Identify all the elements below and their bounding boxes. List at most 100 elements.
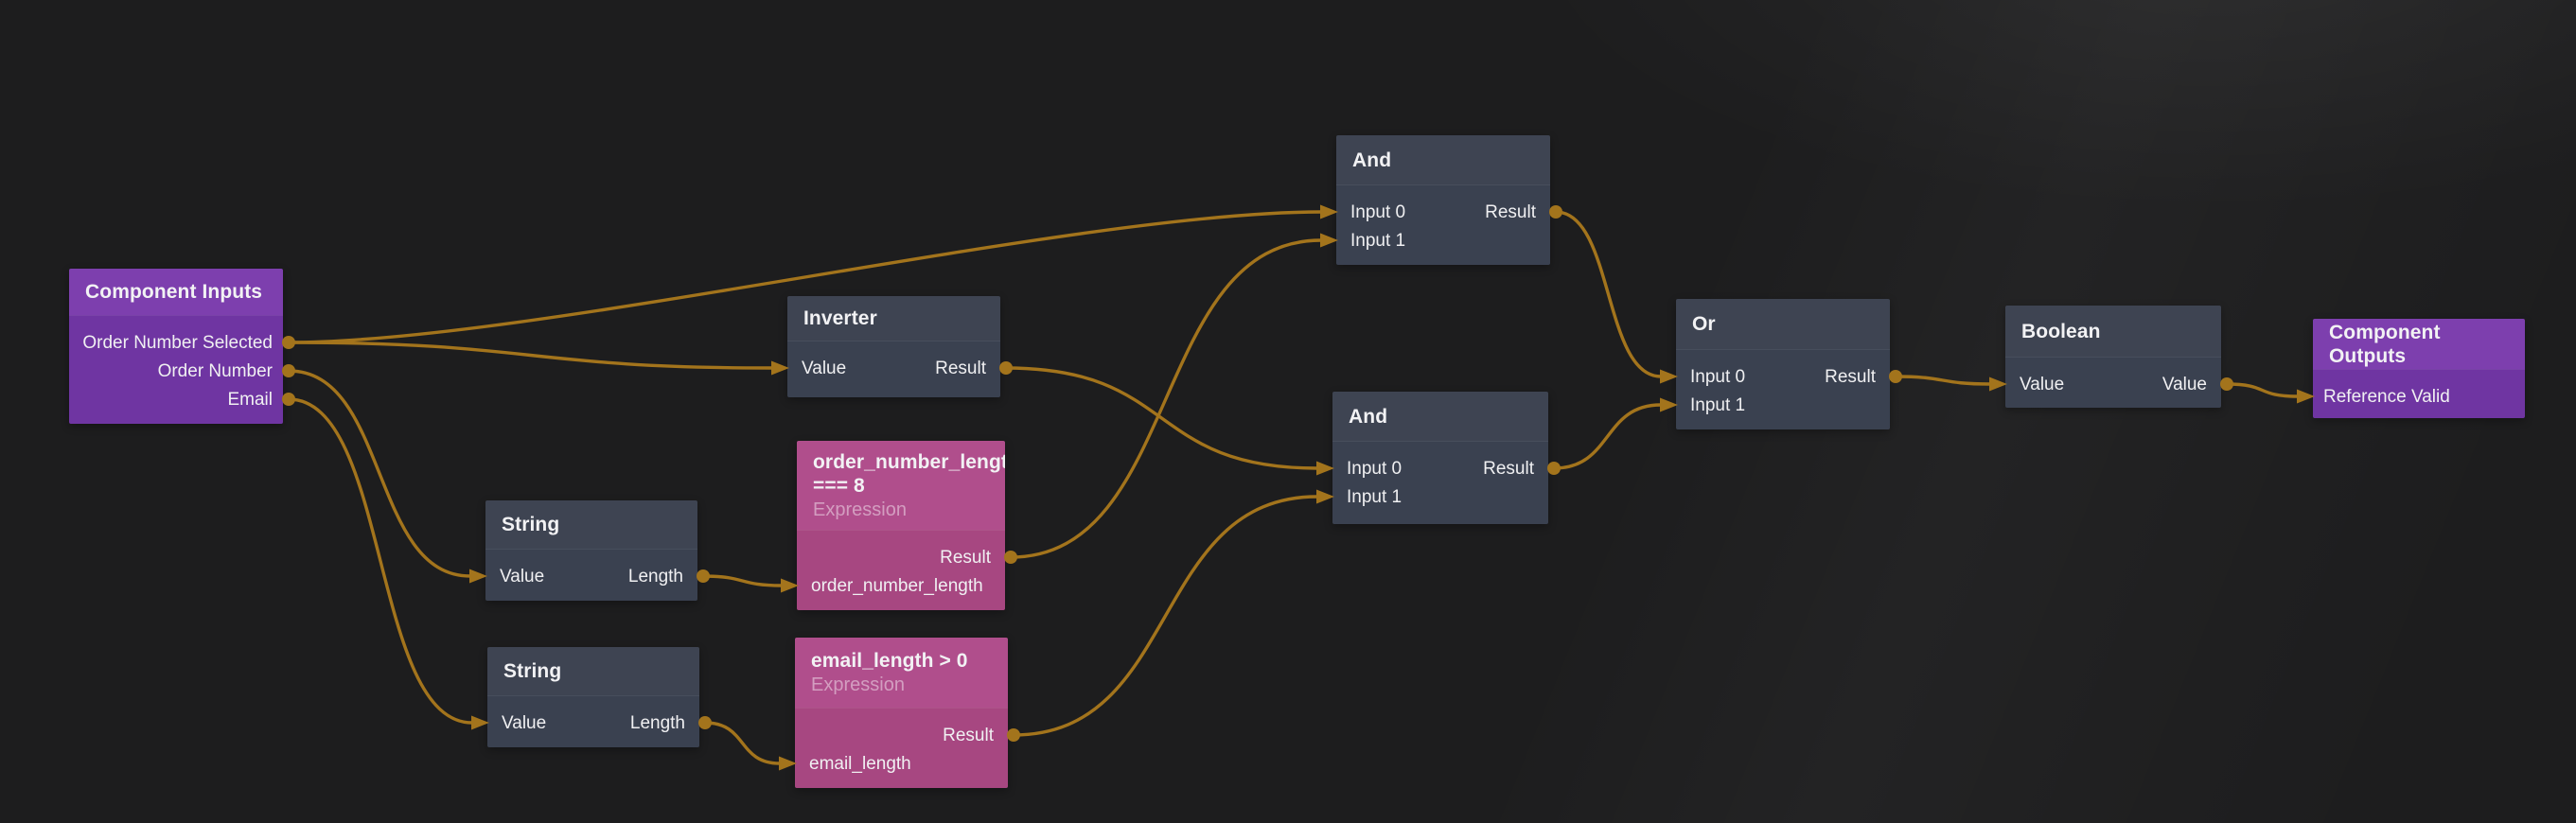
- output-port-label: Result: [943, 726, 994, 745]
- node-row: Email: [69, 386, 283, 414]
- wire-expr-email-length-to-and-bottom[interactable]: [1012, 495, 1319, 737]
- node-header[interactable]: String: [485, 500, 697, 549]
- input-port[interactable]: [2297, 389, 2315, 404]
- input-port[interactable]: [771, 360, 789, 376]
- node-row: Order Number: [69, 358, 283, 386]
- node-header[interactable]: Component Outputs: [2313, 319, 2525, 369]
- input-port-label: order_number_length: [811, 576, 983, 596]
- wire-component-inputs-to-and-top[interactable]: [287, 210, 1323, 344]
- node-title: order_number_length === 8: [813, 450, 1005, 497]
- wire-component-inputs-to-string-top[interactable]: [287, 369, 472, 578]
- wire-string-bottom-to-expr-email-length[interactable]: [703, 721, 782, 765]
- input-port[interactable]: [779, 756, 797, 771]
- input-port[interactable]: [1320, 233, 1338, 248]
- output-port-label: Result: [1483, 459, 1534, 479]
- output-port-label: Result: [1825, 367, 1876, 387]
- node-row: Order Number Selected: [69, 329, 283, 358]
- wire-component-inputs-to-string-bottom[interactable]: [287, 397, 474, 725]
- output-port-label: Email: [227, 390, 273, 410]
- input-port[interactable]: [1316, 489, 1334, 504]
- input-port[interactable]: [1316, 461, 1334, 476]
- output-port[interactable]: [999, 361, 1013, 375]
- output-port[interactable]: [1547, 462, 1561, 475]
- node-title: Component Outputs: [2329, 321, 2441, 367]
- output-port[interactable]: [697, 569, 710, 583]
- node-row: Input 1: [1336, 227, 1550, 255]
- wire-and-bottom-to-or[interactable]: [1552, 403, 1663, 470]
- input-port-label: Value: [2020, 375, 2065, 394]
- node-header[interactable]: String: [487, 647, 699, 695]
- input-port[interactable]: [781, 578, 799, 593]
- node-header[interactable]: Inverter: [787, 296, 1000, 341]
- output-port[interactable]: [698, 716, 712, 729]
- wire-component-inputs-to-inverter[interactable]: [287, 341, 774, 370]
- output-port-label: Order Number Selected: [82, 333, 273, 353]
- node-title: String: [502, 514, 560, 535]
- node-subtitle: Expression: [813, 499, 907, 520]
- wire-inverter-to-and-bottom[interactable]: [1004, 366, 1319, 470]
- input-port-label: Input 1: [1347, 487, 1403, 507]
- wire-expr-order-number-length-to-and-top[interactable]: [1009, 238, 1323, 559]
- wire-and-top-to-or[interactable]: [1554, 210, 1663, 378]
- node-header[interactable]: And: [1332, 392, 1548, 441]
- node-row: Input 1: [1676, 392, 1890, 420]
- input-port[interactable]: [1320, 204, 1338, 219]
- input-port[interactable]: [1660, 369, 1678, 384]
- node-title: And: [1352, 149, 1392, 171]
- output-port[interactable]: [282, 336, 295, 349]
- input-port-label: email_length: [809, 754, 911, 774]
- node-header[interactable]: Component Inputs: [69, 269, 283, 315]
- node-row: Input 1: [1332, 483, 1548, 512]
- output-port[interactable]: [282, 364, 295, 377]
- wire-or-to-boolean[interactable]: [1894, 375, 1992, 386]
- node-title: Boolean: [2021, 320, 2101, 342]
- wire-boolean-to-component-outputs[interactable]: [2225, 382, 2300, 398]
- node-header[interactable]: And: [1336, 135, 1550, 184]
- node-title: String: [503, 660, 562, 682]
- input-port-label: Value: [502, 713, 547, 733]
- input-port[interactable]: [471, 715, 489, 730]
- node-header[interactable]: Boolean: [2005, 306, 2221, 357]
- input-port-label: Value: [500, 567, 545, 587]
- output-port[interactable]: [1549, 205, 1562, 219]
- output-port[interactable]: [1007, 728, 1020, 742]
- node-title: And: [1349, 405, 1388, 428]
- output-port[interactable]: [1004, 551, 1017, 564]
- node-header[interactable]: Or: [1676, 299, 1890, 349]
- input-port-label: Reference Valid: [2323, 387, 2450, 407]
- node-subtitle: Expression: [811, 674, 905, 695]
- output-port[interactable]: [282, 393, 295, 406]
- node-row: order_number_length: [797, 572, 1005, 601]
- input-port[interactable]: [469, 569, 487, 584]
- input-port[interactable]: [1989, 376, 2007, 392]
- input-port-label: Value: [802, 359, 847, 378]
- wire-string-top-to-expr-order-number-length[interactable]: [701, 574, 784, 587]
- input-port[interactable]: [1660, 397, 1678, 412]
- output-port[interactable]: [2220, 377, 2233, 391]
- output-port[interactable]: [1889, 370, 1902, 383]
